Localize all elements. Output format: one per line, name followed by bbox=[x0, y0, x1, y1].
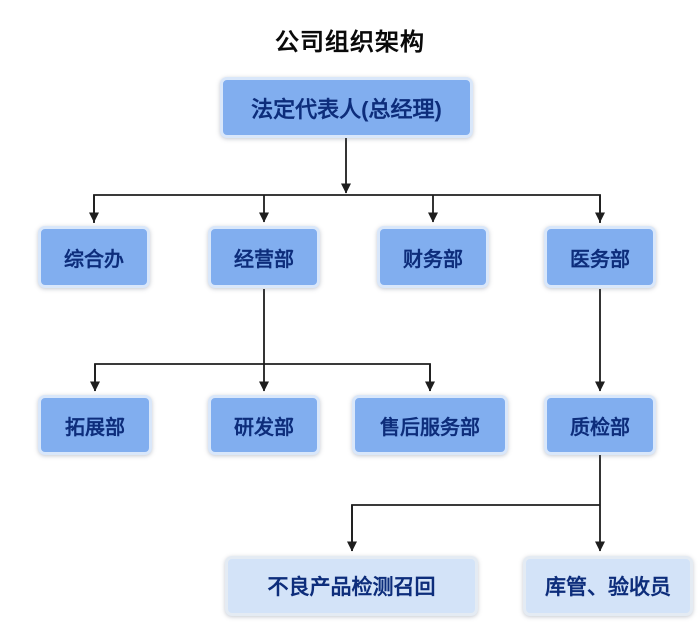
node-after-sales-dept: 售后服务部 bbox=[352, 395, 508, 455]
node-medical-dept: 医务部 bbox=[544, 226, 656, 288]
node-operations-dept: 经营部 bbox=[208, 226, 320, 288]
node-general-manager: 法定代表人(总经理) bbox=[220, 77, 473, 138]
chart-title: 公司组织架构 bbox=[275, 29, 425, 56]
node-finance-dept: 财务部 bbox=[377, 226, 489, 288]
node-expansion-dept: 拓展部 bbox=[38, 395, 152, 455]
node-warehouse-inspector: 库管、验收员 bbox=[523, 556, 693, 616]
node-defective-product-recall: 不良产品检测召回 bbox=[225, 556, 478, 616]
node-rnd-dept: 研发部 bbox=[208, 395, 320, 455]
node-quality-inspection-dept: 质检部 bbox=[544, 395, 656, 455]
node-general-office: 综合办 bbox=[38, 226, 150, 288]
